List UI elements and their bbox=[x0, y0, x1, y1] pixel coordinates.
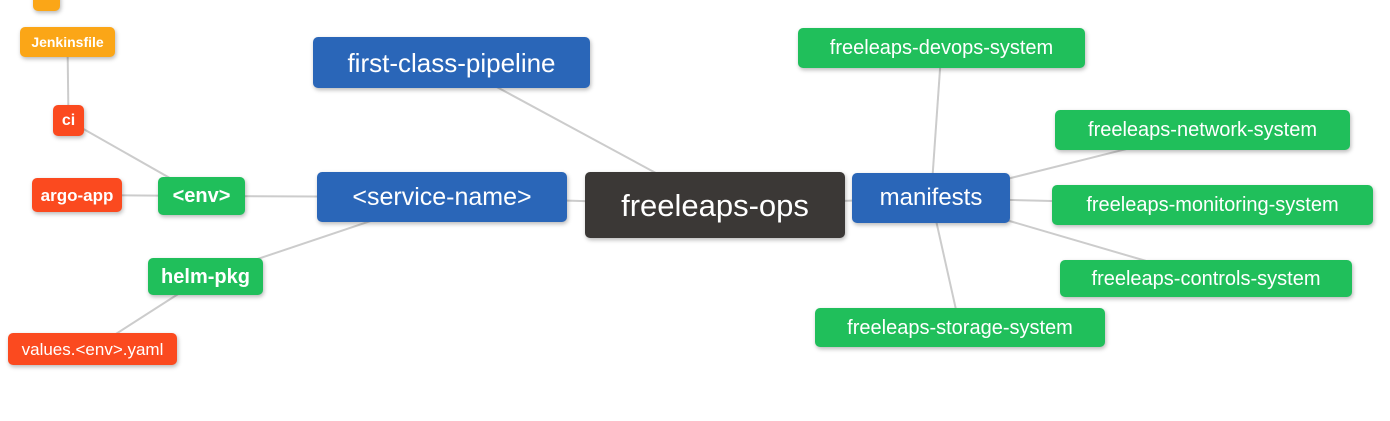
node-values-env-yaml[interactable]: values.<env>.yaml bbox=[8, 333, 177, 365]
node-label: freeleaps-ops bbox=[621, 187, 809, 223]
node-monitoring-system[interactable]: freeleaps-monitoring-system bbox=[1052, 185, 1373, 225]
node-label: values.<env>.yaml bbox=[21, 339, 164, 359]
node-env[interactable]: <env> bbox=[158, 177, 245, 215]
node-devops-system[interactable]: freeleaps-devops-system bbox=[798, 28, 1085, 68]
node-controls-system[interactable]: freeleaps-controls-system bbox=[1060, 260, 1352, 297]
node-label: first-class-pipeline bbox=[347, 47, 556, 78]
node-network-system[interactable]: freeleaps-network-system bbox=[1055, 110, 1350, 150]
node-top-cutoff[interactable] bbox=[33, 0, 60, 11]
node-jenkinsfile[interactable]: Jenkinsfile bbox=[20, 27, 115, 57]
node-helm-pkg[interactable]: helm-pkg bbox=[148, 258, 263, 295]
node-label: argo-app bbox=[40, 185, 114, 205]
node-argo-app[interactable]: argo-app bbox=[32, 178, 122, 212]
node-service-name[interactable]: <service-name> bbox=[317, 172, 567, 222]
node-label: <service-name> bbox=[352, 182, 532, 211]
node-label: manifests bbox=[879, 184, 983, 211]
node-label: ci bbox=[61, 111, 76, 129]
node-manifests[interactable]: manifests bbox=[852, 173, 1010, 223]
node-label: freeleaps-devops-system bbox=[829, 37, 1054, 59]
node-label: helm-pkg bbox=[161, 265, 250, 288]
node-label: freeleaps-network-system bbox=[1088, 119, 1317, 141]
node-label: freeleaps-monitoring-system bbox=[1086, 194, 1339, 216]
node-ci[interactable]: ci bbox=[53, 105, 84, 136]
node-storage-system[interactable]: freeleaps-storage-system bbox=[815, 308, 1105, 347]
node-label: <env> bbox=[172, 185, 231, 207]
node-label: Jenkinsfile bbox=[31, 34, 104, 50]
node-first-class-pipeline[interactable]: first-class-pipeline bbox=[313, 37, 590, 88]
node-freeleaps-ops[interactable]: freeleaps-ops bbox=[585, 172, 845, 238]
node-label: freeleaps-storage-system bbox=[847, 316, 1073, 339]
node-label: freeleaps-controls-system bbox=[1091, 267, 1321, 290]
